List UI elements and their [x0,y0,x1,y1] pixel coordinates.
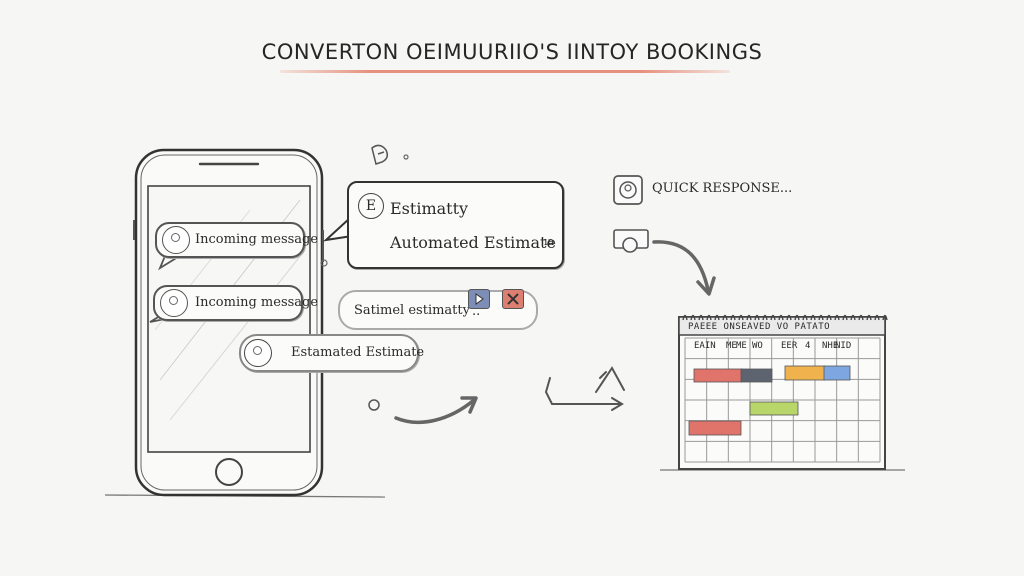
bubble-tail-1 [158,255,179,271]
calendar-ring [858,314,864,321]
page-title: CONVERTON OEIMUURIIO'S IINTOY BOOKINGS [261,40,763,64]
calendar-ring [714,314,720,321]
estimate-avatar-icon [244,339,272,367]
calendar-event [823,365,851,381]
calendar-day-label: WO [752,341,763,351]
calendar-day-label: NHE [822,341,839,351]
calendar-ring [810,314,816,321]
estimated-bar[interactable]: Satimel estimatty .. [338,289,538,330]
calendar-event [784,365,826,381]
calendar-ring [762,314,768,321]
estimate-card[interactable]: E Estimatty Automated Estimate ıa [347,181,564,269]
calendar-ring [698,314,704,321]
close-icon [507,293,519,305]
user-avatar-icon [162,226,190,254]
estimate-chip[interactable]: Estamated Estimate [239,334,424,372]
calendar-day-label: EAIN [694,341,716,351]
estimate-icon: E [358,193,384,219]
calendar-ring [738,314,744,321]
calendar-header: PAEEE ONSEAVED VO PATATO [688,322,831,332]
calendar-ring [690,314,696,321]
flow-arrow-1 [394,398,476,425]
calendar-ring [842,314,848,321]
estimate-card-suffix: ıa [544,235,555,248]
calendar-ring [874,314,880,321]
calendar-ring [882,314,888,321]
calendar-ring [850,314,856,321]
calendar-day-label: NID [835,341,852,351]
estimated-bar-label: Satimel estimatty [354,303,470,318]
estimate-card-subtitle: Automated Estimate [390,233,556,252]
chat-doodle-icon [371,144,389,165]
calendar-day-label: ME [736,341,747,351]
quick-response-icon [613,175,643,205]
calendar-ring [746,314,752,321]
user-avatar-icon [160,289,188,317]
flow-arrow-2 [652,240,710,292]
close-button[interactable] [502,289,524,309]
calendar-ring [786,314,792,321]
calendar-ring [754,314,760,321]
calendar-ring [866,314,872,321]
incoming-message-label: Incoming message [195,295,319,310]
home-button [215,458,243,486]
incoming-message-bubble-2[interactable]: Incoming message [153,285,318,321]
calendar-ring [778,314,784,321]
calendar-day-label: 4 [805,341,811,351]
title-underline [280,70,730,73]
calendar-day-label: ME [726,341,737,351]
calendar-event [688,420,742,436]
phone [133,148,324,497]
calendar-ring [730,314,736,321]
calendar-ring [794,314,800,321]
calendar-event [740,368,773,383]
incoming-message-bubble-1[interactable]: Incoming message [155,222,318,258]
calendar-ring [834,314,840,321]
calendar-ring [722,314,728,321]
calendar-day-label: EER [781,341,798,351]
calendar-ring [826,314,832,321]
calendar-ring [770,314,776,321]
estimate-card-tail [322,217,353,242]
estimate-chip-label: Estamated Estimate [291,345,425,360]
quick-response-label: QUICK RESPONSE... [652,181,793,196]
calendar-ring [682,314,688,321]
play-button[interactable] [468,289,490,309]
calendar-ring [818,314,824,321]
incoming-message-label: Incoming message [195,232,319,247]
play-icon [475,293,484,305]
axis-doodle [544,366,625,411]
calendar-ring [802,314,808,321]
calendar-event [749,401,799,416]
estimated-bar-ellipsis: .. [472,304,481,319]
calendar-event [693,368,743,383]
estimate-card-title: Estimatty [390,199,469,218]
calendar-ring [706,314,712,321]
calendar [678,314,888,470]
